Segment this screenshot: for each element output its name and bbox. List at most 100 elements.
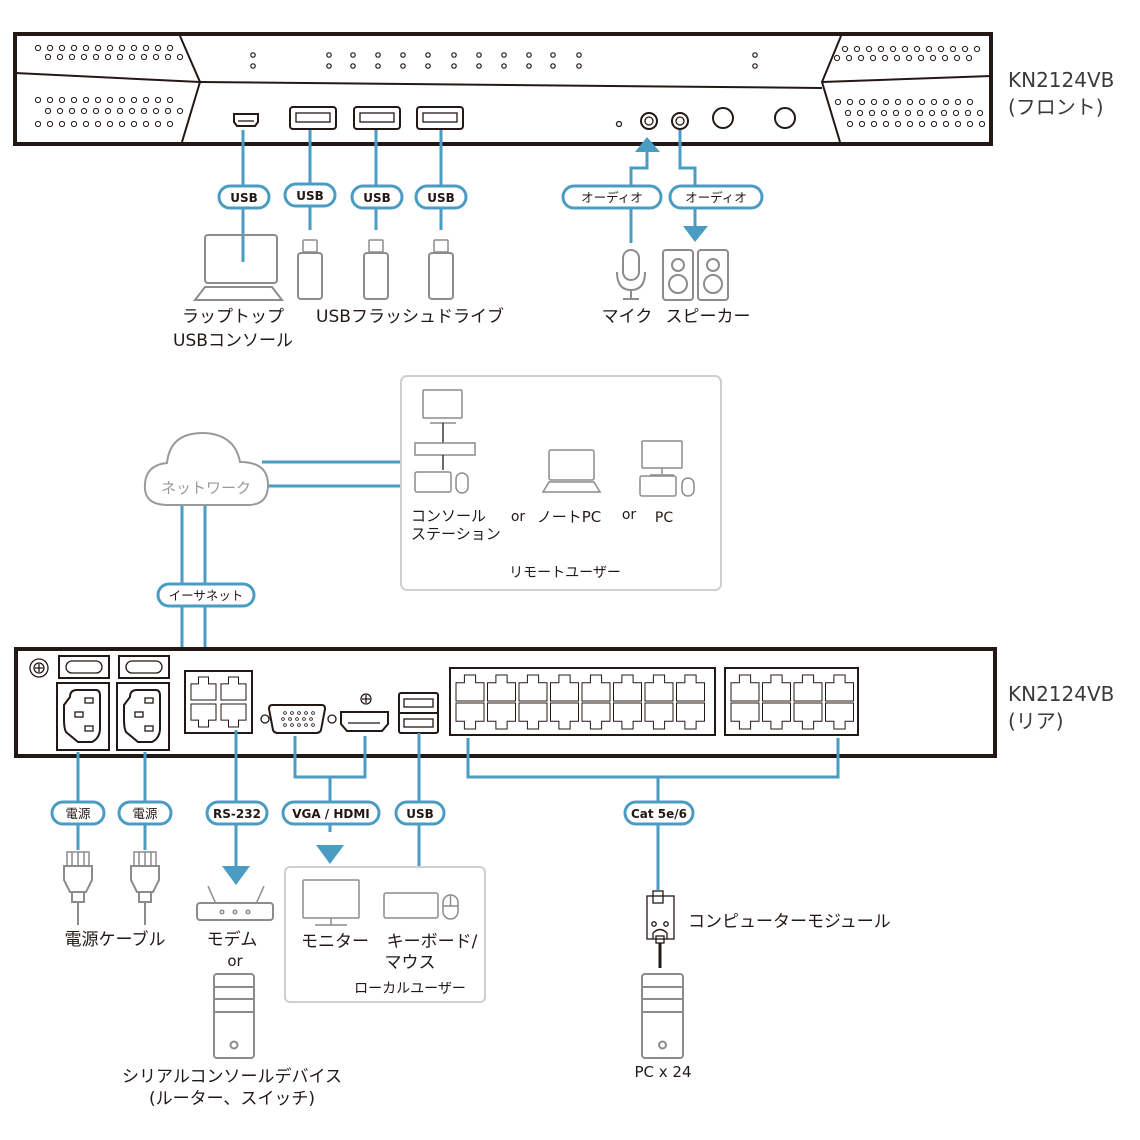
vent-hole [901, 45, 909, 53]
vent-hole [46, 44, 54, 52]
vent-hole [154, 44, 162, 52]
remote-users-box [400, 375, 722, 591]
vent-hole [82, 44, 90, 52]
rear-panel [14, 647, 997, 758]
svg-text:電源: 電源 [65, 806, 91, 821]
vent-hole [44, 53, 52, 61]
vent-hole [164, 53, 172, 61]
vent-hole [118, 44, 126, 52]
vent-hole [46, 96, 54, 104]
svg-text:USB: USB [427, 191, 455, 205]
mic-arrow-icon [635, 137, 660, 152]
vent-hole [92, 107, 100, 115]
vent-hole [166, 120, 174, 128]
led-indicator [501, 52, 507, 58]
kvm-port [644, 702, 674, 730]
kvm-port [550, 702, 579, 730]
laptop-label-line1: ラップトップ [182, 307, 284, 327]
led-indicator [326, 52, 332, 58]
vent-hole [917, 54, 925, 62]
vent-hole [166, 44, 174, 52]
console-station-label-line1: コンソール [411, 507, 486, 525]
kvm-port [455, 702, 485, 730]
vent-hole [44, 107, 52, 115]
vent-hole [976, 109, 984, 117]
vent-hole [952, 109, 960, 117]
vent-hole [925, 45, 933, 53]
kvm-port [581, 702, 611, 730]
vent-hole [106, 44, 114, 52]
vent-hole [918, 120, 926, 128]
vent-hole [116, 107, 124, 115]
or-label-1: or [511, 509, 526, 525]
vent-hole [858, 98, 866, 106]
svg-text:電源: 電源 [132, 806, 158, 821]
vent-hole [92, 53, 100, 61]
cloud-label: ネットワーク [161, 479, 251, 497]
kvm-port-bank-1 [449, 667, 716, 736]
lan-ports-block [184, 670, 253, 734]
keyboard-label-line1: キーボード/ [387, 932, 478, 952]
vent-hole [882, 120, 890, 128]
vent-hole [70, 120, 78, 128]
kvm-port [730, 702, 760, 730]
or-label-serial: or [227, 952, 243, 970]
vent-hole [893, 54, 901, 62]
front-view-label: (フロント) [1008, 95, 1104, 119]
port-leds [250, 52, 758, 69]
vga-port [267, 704, 327, 734]
vent-hole [154, 120, 162, 128]
rs232-arrow-icon [222, 866, 250, 885]
vent-hole [953, 54, 961, 62]
vent-hole [949, 45, 957, 53]
vent-hole [916, 109, 924, 117]
monitor-label: モニター [301, 932, 369, 952]
usb-flash-drive-icon [428, 239, 454, 300]
speaker-jack [671, 112, 689, 130]
vent-hole [966, 98, 974, 106]
vent-hole [881, 54, 889, 62]
vent-hole [833, 54, 841, 62]
kvm-port [455, 674, 485, 702]
vent-hole [973, 45, 981, 53]
vent-hole [140, 107, 148, 115]
vent-hole [142, 44, 150, 52]
vent-hole [80, 53, 88, 61]
vent-hole [880, 109, 888, 117]
vent-hole [954, 120, 962, 128]
ethernet-pill: イーサネット [156, 582, 256, 608]
rs232-pill: RS-232 [205, 800, 269, 826]
local-users-box [284, 866, 486, 1003]
audio-pill-mic: オーディオ [561, 184, 663, 210]
vent-hole [116, 53, 124, 61]
front-button-2 [774, 107, 796, 129]
vent-hole [941, 54, 949, 62]
vent-hole [966, 120, 974, 128]
vent-hole [964, 109, 972, 117]
vent-hole [905, 54, 913, 62]
modem-label: モデム [207, 929, 258, 950]
vent-hole [130, 96, 138, 104]
svg-text:USB: USB [230, 191, 258, 205]
laptop-icon [192, 234, 285, 301]
usb-pill-3: USB [350, 184, 404, 210]
notebook-icon [541, 449, 602, 493]
svg-text:Cat 5e/6: Cat 5e/6 [631, 807, 687, 821]
kvm-port [825, 702, 854, 730]
vent-hole [906, 120, 914, 128]
power-pill-1: 電源 [50, 800, 106, 826]
kvm-port [550, 674, 579, 702]
svg-text:RS-232: RS-232 [213, 807, 261, 821]
vent-hole [118, 120, 126, 128]
led-indicator [350, 52, 356, 58]
vent-hole [142, 120, 150, 128]
cat-pill: Cat 5e/6 [623, 800, 695, 826]
vent-hole [154, 96, 162, 104]
vent-hole [164, 107, 172, 115]
laptop-label-line2: USBコンソール [173, 331, 293, 351]
vent-hole [954, 98, 962, 106]
keyboard-label-line2: マウス [385, 953, 436, 973]
power-switch-2 [118, 655, 170, 679]
vent-hole [166, 96, 174, 104]
pc-label: PC [655, 510, 673, 526]
